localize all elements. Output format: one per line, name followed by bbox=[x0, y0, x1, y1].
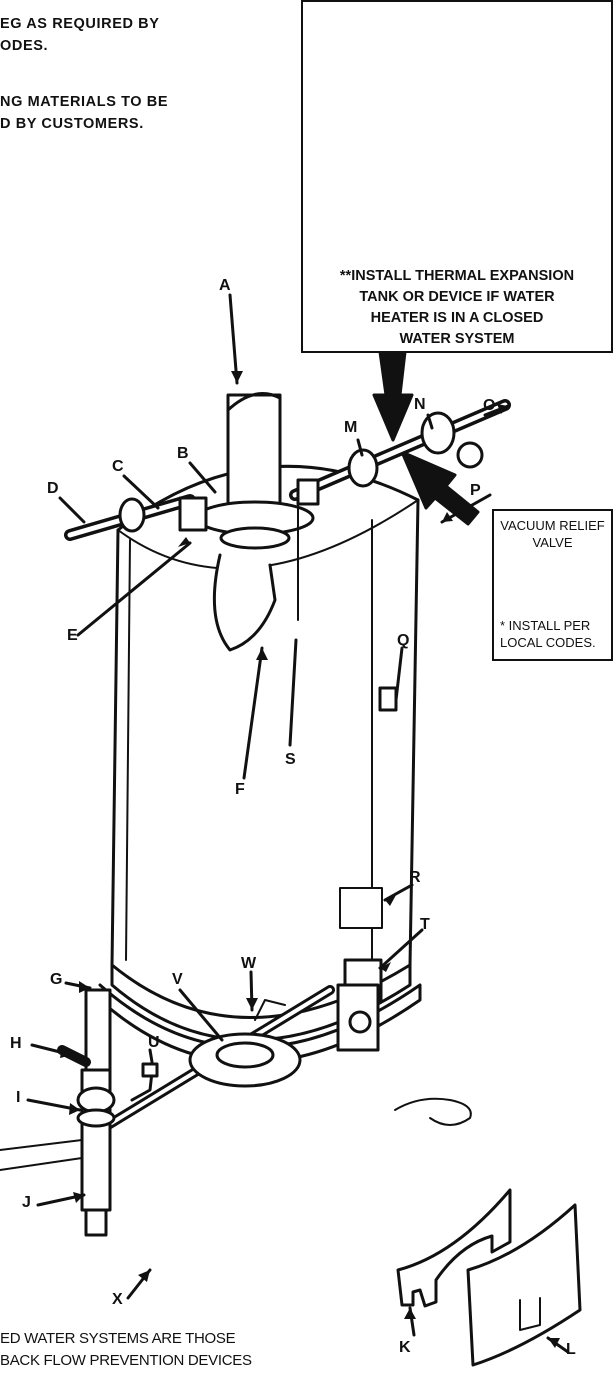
jacket-cover-drawing bbox=[466, 1203, 582, 1367]
vacuum-relief-callout: VACUUM RELIEF VALVE * INSTALL PER LOCAL … bbox=[492, 509, 613, 661]
label-a: A bbox=[219, 277, 231, 294]
label-o: O bbox=[483, 397, 496, 414]
vacuum-note-line-2: LOCAL CODES. bbox=[500, 635, 596, 650]
label-t: T bbox=[420, 916, 430, 933]
label-p: P bbox=[470, 482, 481, 499]
tank-base bbox=[110, 963, 412, 1042]
expansion-text-line-2: TANK OR DEVICE IF WATER bbox=[359, 289, 555, 305]
vacuum-title-line-2: VALVE bbox=[532, 535, 573, 550]
vacuum-title-line-1: VACUUM RELIEF bbox=[500, 518, 605, 533]
top-note-line-4: D BY CUSTOMERS. bbox=[0, 116, 144, 132]
label-j: J bbox=[22, 1194, 31, 1211]
expansion-text-line-1: **INSTALL THERMAL EXPANSION bbox=[339, 268, 575, 284]
label-g: G bbox=[50, 971, 63, 988]
label-x: X bbox=[112, 1291, 123, 1308]
top-note-line-1: EG AS REQUIRED BY bbox=[0, 16, 160, 32]
vacuum-note-line-1: * INSTALL PER bbox=[500, 618, 591, 633]
expansion-text-line-4: WATER SYSTEM bbox=[399, 331, 515, 347]
label-s: S bbox=[285, 751, 296, 768]
label-k: K bbox=[399, 1339, 411, 1356]
label-l: L bbox=[566, 1341, 576, 1358]
label-q: Q bbox=[397, 632, 410, 649]
label-r: R bbox=[409, 869, 421, 886]
expansion-arrow bbox=[372, 350, 414, 442]
label-f: F bbox=[235, 781, 245, 798]
label-n: N bbox=[414, 396, 426, 413]
top-note-line-2: ODES. bbox=[0, 38, 49, 54]
label-v: V bbox=[172, 971, 183, 988]
top-note-line-3: NG MATERIALS TO BE bbox=[0, 94, 169, 110]
vacuum-arrow bbox=[400, 450, 480, 526]
label-i: I bbox=[16, 1089, 21, 1106]
label-h: H bbox=[10, 1035, 22, 1052]
label-m: M bbox=[344, 419, 358, 436]
label-w: W bbox=[241, 955, 257, 972]
label-e: E bbox=[67, 627, 78, 644]
jacket-door-drawing bbox=[396, 1188, 512, 1308]
vacuum-callout-title: VACUUM RELIEF VALVE bbox=[494, 517, 611, 551]
label-c: C bbox=[112, 458, 124, 475]
label-b: B bbox=[177, 445, 189, 462]
label-u: U bbox=[148, 1034, 160, 1051]
label-d: D bbox=[47, 480, 59, 497]
vacuum-callout-note: * INSTALL PER LOCAL CODES. bbox=[500, 617, 596, 651]
bottom-note-line-1: ED WATER SYSTEMS ARE THOSE bbox=[0, 1330, 236, 1347]
bottom-note-line-2: BACK FLOW PREVENTION DEVICES bbox=[0, 1352, 252, 1369]
expansion-text-line-3: HEATER IS IN A CLOSED bbox=[370, 310, 544, 326]
expansion-callout-text: **INSTALL THERMAL EXPANSION TANK OR DEVI… bbox=[303, 266, 611, 350]
expansion-tank-callout: **INSTALL THERMAL EXPANSION TANK OR DEVI… bbox=[301, 0, 613, 353]
